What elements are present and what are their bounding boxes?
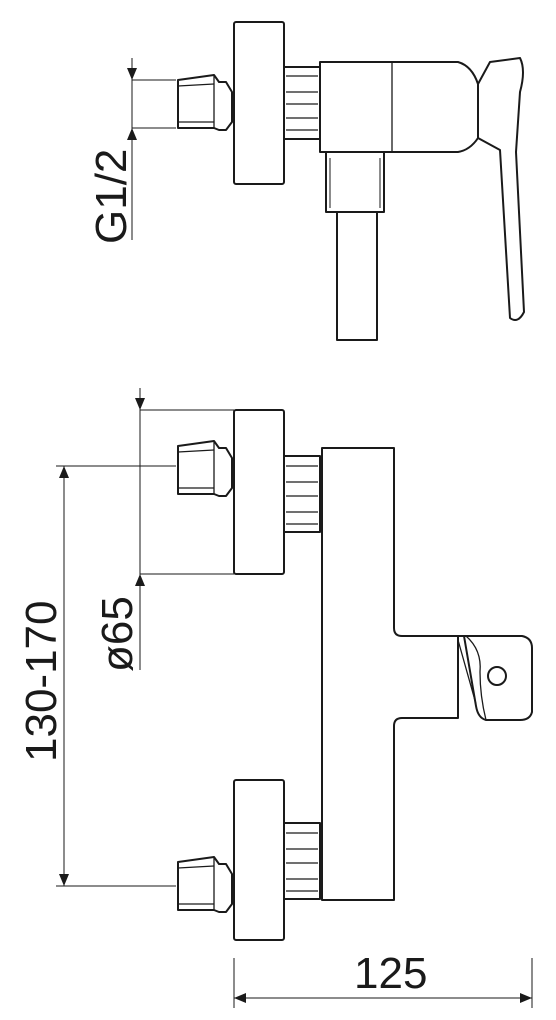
upper-hex-nut: [283, 455, 321, 533]
diameter-dimension: ø65: [93, 388, 234, 672]
top-spout: [325, 151, 385, 341]
top-cover-plate: [233, 21, 285, 185]
top-mixer-body: [319, 61, 479, 153]
depth-label: 125: [354, 949, 427, 998]
thread-size-label: G1/2: [87, 149, 136, 244]
upper-inlet-connector: [177, 440, 233, 497]
lower-inlet-connector: [177, 856, 233, 913]
centers-dimension: 130-170: [17, 465, 176, 887]
front-lever-handle: [457, 635, 533, 721]
thread-dimension: G1/2: [87, 58, 176, 244]
diameter-label: ø65: [93, 596, 142, 672]
depth-dimension: 125: [233, 949, 533, 1008]
centers-label: 130-170: [17, 601, 66, 762]
top-hex-nut: [283, 66, 321, 140]
top-view: G1/2: [87, 21, 525, 341]
top-inlet-connector: [177, 74, 233, 131]
upper-cover-plate: [233, 409, 285, 575]
top-lever-handle: [477, 57, 525, 321]
lower-hex-nut: [283, 822, 321, 900]
lower-cover-plate: [233, 779, 285, 941]
front-view: ø65 130-170 125: [17, 388, 533, 1008]
front-mixer-body: [321, 447, 459, 901]
